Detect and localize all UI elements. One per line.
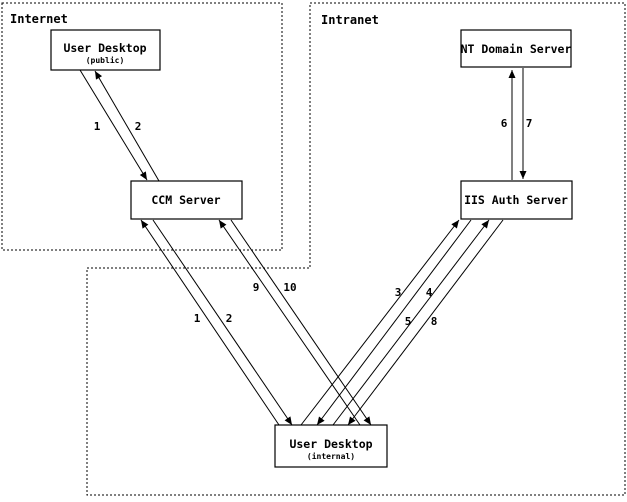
- edge-8-iis-to-internal-desktop: [347, 219, 504, 426]
- edge-label-2-internal: 2: [226, 312, 233, 325]
- node-user-desktop-public-label: User Desktop: [63, 41, 146, 55]
- edge-label-5: 5: [405, 315, 412, 328]
- region-label-intranet: Intranet: [321, 13, 379, 27]
- edge-label-7: 7: [526, 117, 533, 130]
- node-user-desktop-internal: User Desktop (internal): [274, 424, 388, 468]
- node-ccm-server-box: [130, 180, 243, 220]
- edge-label-10: 10: [283, 281, 296, 294]
- node-ccm-server: CCM Server: [130, 180, 243, 220]
- node-iis-auth-server: IIS Auth Server: [460, 180, 573, 220]
- node-iis-auth-server-label: IIS Auth Server: [464, 193, 568, 207]
- edge-5-internal-desktop-to-iis: [332, 219, 490, 426]
- edge-1-internal-desktop-to-ccm: [140, 219, 280, 426]
- region-label-internet: Internet: [10, 12, 68, 26]
- node-user-desktop-public: User Desktop (public): [50, 29, 161, 71]
- internet-region-border: [1, 2, 283, 251]
- intranet-and-internal-region-border: [86, 2, 626, 496]
- edge-label-4: 4: [426, 286, 433, 299]
- edge-4-iis-to-internal-desktop: [316, 219, 472, 426]
- node-user-desktop-public-sublabel: (public): [86, 55, 125, 65]
- node-iis-auth-server-box: [460, 180, 573, 220]
- edge-10-ccm-to-internal-desktop: [230, 219, 372, 426]
- edge-label-8: 8: [431, 315, 438, 328]
- node-nt-domain-server-label: NT Domain Server: [461, 42, 572, 56]
- edge-label-2-public: 2: [135, 120, 142, 133]
- edge-2-ccm-to-public-desktop: [94, 70, 160, 182]
- node-user-desktop-internal-label: User Desktop: [289, 437, 372, 451]
- edge-label-6: 6: [501, 117, 508, 130]
- edge-2-ccm-to-internal-desktop: [152, 219, 293, 426]
- edge-3-internal-desktop-to-iis: [300, 219, 460, 426]
- edge-9-internal-desktop-to-ccm: [218, 219, 361, 426]
- edge-1-public-desktop-to-ccm: [79, 69, 148, 181]
- node-ccm-server-label: CCM Server: [151, 193, 220, 207]
- edge-label-1-public: 1: [94, 120, 101, 133]
- node-user-desktop-internal-box: [274, 424, 388, 468]
- edge-label-3: 3: [395, 286, 402, 299]
- edge-label-9: 9: [253, 281, 260, 294]
- node-user-desktop-internal-sublabel: (internal): [307, 451, 355, 461]
- node-nt-domain-server: NT Domain Server: [460, 29, 572, 68]
- edge-label-1-internal: 1: [194, 312, 201, 325]
- node-nt-domain-server-box: [460, 29, 572, 68]
- node-user-desktop-public-box: [50, 29, 161, 71]
